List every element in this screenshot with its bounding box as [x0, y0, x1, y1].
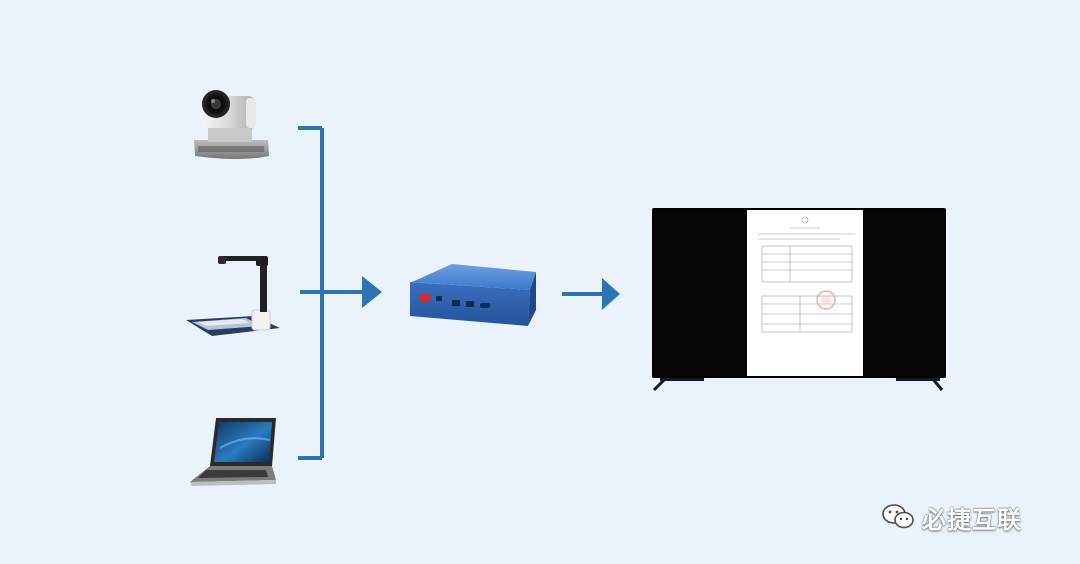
watermark-text: 必捷互联: [922, 505, 1022, 534]
laptop-icon: [190, 418, 276, 486]
wechat-icon: [882, 504, 914, 529]
ptz-camera-icon: [194, 90, 269, 159]
input-bracket-connector: [298, 126, 382, 460]
presentation-box-icon: [410, 264, 536, 326]
watermark: 必捷互联: [880, 500, 1060, 534]
document-camera-icon: [186, 256, 280, 336]
tv-display-icon: [652, 208, 946, 392]
output-arrow: [562, 278, 620, 310]
